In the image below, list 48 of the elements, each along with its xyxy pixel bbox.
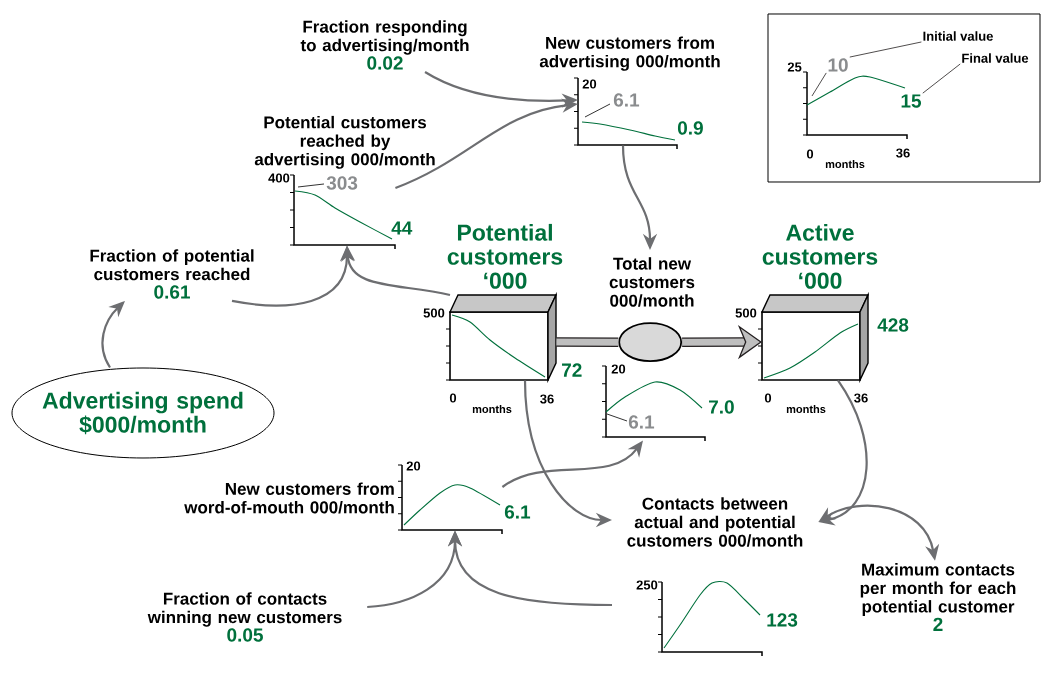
key-label: Final value	[962, 53, 1029, 63]
axis-tick-label: 36	[896, 148, 910, 158]
axis-tick-label: 25	[787, 62, 802, 72]
variable-label: Potential customers ‘000	[447, 223, 563, 289]
axis-title: months	[472, 404, 512, 414]
leader-line	[922, 63, 961, 94]
axis-tick-label: 0	[806, 149, 814, 159]
axis-tick-label: 250	[636, 580, 658, 590]
variable-label: Potential customers reached by advertising 000/month	[254, 115, 435, 169]
variable-label: Fraction of potential customers reached 0.61	[90, 249, 254, 299]
final-value-label: 72	[562, 363, 582, 377]
axis-tick-label: 500	[735, 308, 757, 318]
axis-tick-label: 20	[611, 364, 626, 374]
variable-label: Maximum contacts per month for each potential customer 2	[860, 563, 1016, 631]
key-box	[767, 13, 1041, 183]
initial-value-label: 10	[828, 58, 848, 72]
ellipse-node: Advertising spend $000/month	[11, 367, 275, 459]
variable-label: Total new customers 000/month	[609, 257, 695, 307]
axis-tick-label: 0	[764, 393, 772, 403]
final-value-label: 44	[391, 221, 413, 235]
axis-tick-label: 20	[582, 79, 597, 89]
axis-tick-label: 36	[540, 394, 554, 404]
leader-line	[849, 41, 922, 58]
leader-line	[811, 72, 827, 97]
axis-tick-label: 20	[406, 461, 421, 471]
initial-value-label: 303	[326, 176, 358, 190]
axis-title: months	[786, 404, 826, 414]
final-value-label: 123	[767, 613, 798, 627]
variable-label: New customers from advertising 000/month	[539, 36, 720, 71]
variable-label: Contacts between actual and potential customers 000/month	[627, 497, 803, 547]
variable-label: Active customers ‘000	[762, 223, 878, 289]
final-value-label: 15	[901, 94, 922, 108]
initial-value-label: 6.1	[628, 415, 655, 429]
final-value-label: 428	[877, 318, 909, 332]
axis-tick-label: 0	[449, 393, 457, 403]
final-value-label: 0.9	[677, 121, 703, 135]
variable-label: New customers from word-of-mouth 000/month	[184, 482, 394, 514]
axis-tick-label: 36	[854, 393, 868, 403]
final-value-label: 7.0	[709, 400, 734, 414]
final-value-label: 6.1	[504, 505, 531, 519]
valve-symbol	[618, 322, 683, 363]
variable-label: Fraction responding to advertising/month 0.02	[300, 20, 469, 70]
axis-tick-label: 500	[423, 308, 445, 318]
initial-value-label: 6.1	[613, 93, 640, 107]
axis-tick-label: 400	[268, 173, 290, 183]
axis-title: months	[825, 159, 865, 169]
variable-label: Fraction of contacts winning new customers 0.05	[147, 592, 342, 642]
key-label: Initial value	[923, 31, 993, 41]
